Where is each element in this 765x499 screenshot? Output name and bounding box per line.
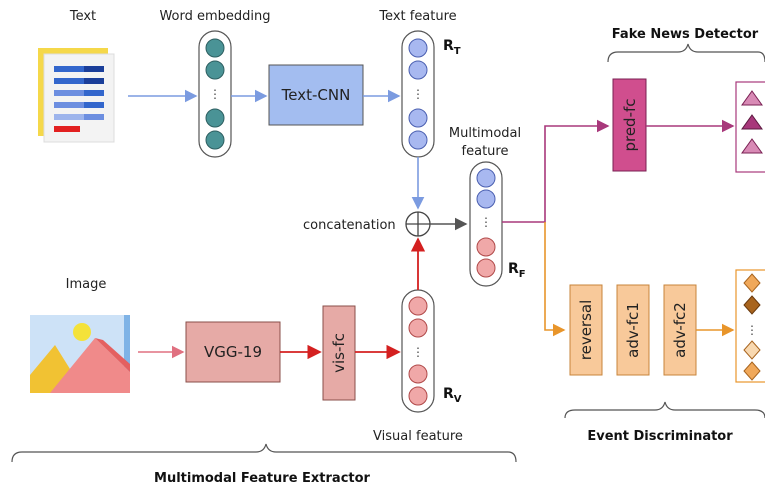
image-icon [30,315,130,393]
adv-fc1-label: adv-fc1 [624,302,642,358]
multimodal-feature-label-1: Multimodal [449,126,521,141]
vis-fc-label: vis-fc [330,333,348,373]
multimodal-feature-column: ⋮ [469,161,503,287]
event-output: ⋮ [735,269,765,383]
ellipsis: ⋮ [746,323,758,337]
pred-fc-label: pred-fc [621,98,639,151]
triangle-icon [741,114,763,130]
pred-fc-box [612,78,647,172]
fake-news-output [735,81,765,173]
vgg19-label: VGG-19 [204,343,262,361]
rv-symbol: RV [443,386,462,405]
visual-feature-label: Visual feature [373,429,463,444]
multimodal-feature-extractor-label: Multimodal Feature Extractor [154,471,371,486]
diamond-icon [743,295,761,315]
ellipsis: ⋮ [209,87,221,101]
reversal-label: reversal [577,300,595,361]
diamond-icon [743,273,761,293]
concatenation-symbol [405,211,431,237]
ellipsis: ⋮ [412,87,424,101]
event-discriminator-label: Event Discriminator [587,429,733,444]
rf-symbol: RF [508,261,526,280]
vis-fc-box [322,305,356,401]
text-label: Text [69,9,96,24]
image-label: Image [66,277,107,292]
diamond-icon [743,361,761,381]
triangle-icon [741,138,763,154]
triangle-icon [741,90,763,106]
multimodal-to-predfc-arrow [502,119,610,223]
fake-news-brace [607,43,765,63]
diamond-icon [743,340,761,360]
extractor-brace [11,443,517,463]
adv-fc1-box [616,284,650,376]
rt-symbol: RT [443,38,461,57]
reversal-box [569,284,603,376]
text-cnn-box [268,64,364,126]
ellipsis: ⋮ [480,215,492,229]
visual-feature-column: ⋮ [401,289,435,413]
multimodal-to-reversal-arrow [544,222,566,337]
vgg19-box [185,321,281,383]
text-cnn-label: Text-CNN [281,86,351,104]
word-embedding-label: Word embedding [159,9,270,24]
adv-fc2-box [663,284,697,376]
concatenation-label: concatenation [303,218,396,233]
event-brace [564,401,765,419]
multimodal-feature-label-2: feature [462,144,509,159]
text-feature-column: ⋮ [401,30,435,158]
fake-news-detector-label: Fake News Detector [612,27,759,42]
text-feature-label: Text feature [378,9,456,24]
adv-fc2-label: adv-fc2 [671,302,689,358]
word-embedding-column: ⋮ [198,30,232,158]
document-icon [38,48,115,143]
ellipsis: ⋮ [412,345,424,359]
